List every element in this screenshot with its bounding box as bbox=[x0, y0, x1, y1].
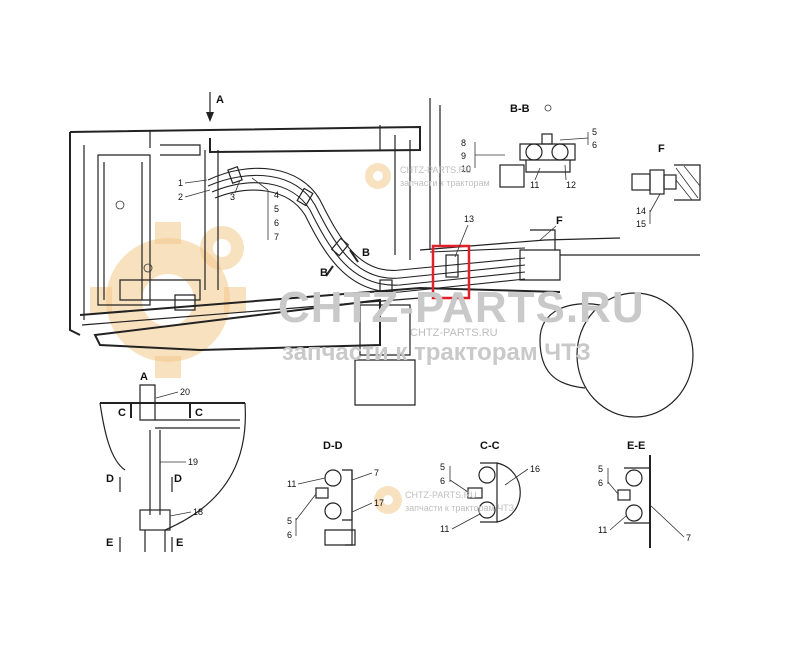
watermark-gear-small bbox=[200, 226, 244, 270]
dd-callout-17: 17 bbox=[374, 498, 384, 508]
dd-callout-11: 11 bbox=[287, 479, 296, 489]
view-f-title: F bbox=[658, 143, 665, 155]
a-mark-e-left: E bbox=[106, 537, 113, 549]
view-arrow-a: A bbox=[206, 92, 224, 122]
main-view-callouts: 1 2 3 4 5 6 7 13 F bbox=[178, 177, 563, 258]
watermark-gear-mid bbox=[365, 163, 391, 189]
view-a: A 20 19 18 C C D D E E bbox=[99, 371, 246, 552]
watermark: CHTZ-PARTS.RU CHTZ-PARTS.RU запчасти к т… bbox=[278, 165, 645, 513]
a-callout-19: 19 bbox=[188, 457, 198, 467]
a-callout-20: 20 bbox=[180, 387, 190, 397]
watermark-small-bottom: CHTZ-PARTS.RU bbox=[405, 490, 477, 500]
watermark-small-top: CHTZ-PARTS.RU bbox=[400, 165, 472, 175]
section-ee: E-E 5 6 7 11 bbox=[598, 440, 691, 548]
section-cc-title: C-C bbox=[480, 440, 500, 452]
dd-callout-7: 7 bbox=[374, 468, 379, 478]
cc-callout-16: 16 bbox=[530, 464, 540, 474]
a-mark-c-right: C bbox=[195, 407, 203, 419]
callout-f: F bbox=[556, 215, 563, 227]
callout-3: 3 bbox=[230, 192, 235, 202]
section-dd-title: D-D bbox=[323, 440, 343, 452]
ee-callout-6: 6 bbox=[598, 478, 603, 488]
view-a-title: A bbox=[140, 371, 148, 383]
bb-callout-8: 8 bbox=[461, 138, 466, 148]
watermark-gear-bottom bbox=[374, 486, 402, 514]
bb-callout-5: 5 bbox=[592, 127, 597, 137]
watermark-small-bottom-sub: запчасти к тракторам ЧТЗ bbox=[405, 503, 514, 513]
a-mark-e-right: E bbox=[176, 537, 183, 549]
section-mark-b: B B bbox=[320, 247, 370, 279]
f-callout-15: 15 bbox=[636, 219, 646, 229]
section-ee-title: E-E bbox=[627, 440, 645, 452]
cc-callout-11: 11 bbox=[440, 524, 449, 534]
bb-callout-6: 6 bbox=[592, 140, 597, 150]
dd-callout-6: 6 bbox=[287, 530, 292, 540]
callout-2: 2 bbox=[178, 192, 183, 202]
a-mark-d-left: D bbox=[106, 473, 114, 485]
cc-callout-6: 6 bbox=[440, 476, 445, 486]
dd-callout-5: 5 bbox=[287, 516, 292, 526]
bb-callout-9: 9 bbox=[461, 151, 466, 161]
watermark-main: CHTZ-PARTS.RU bbox=[278, 283, 645, 332]
section-dd: D-D 11 7 17 5 6 bbox=[287, 440, 384, 546]
ee-callout-5: 5 bbox=[598, 464, 603, 474]
f-callout-14: 14 bbox=[636, 206, 646, 216]
callout-5: 5 bbox=[274, 204, 279, 214]
bb-callout-11: 11 bbox=[530, 180, 539, 190]
a-callout-18: 18 bbox=[193, 507, 203, 517]
watermark-small-top-sub: запчасти к тракторам bbox=[400, 178, 490, 188]
main-view-frame bbox=[69, 98, 700, 418]
callout-13: 13 bbox=[464, 214, 474, 224]
view-arrow-label: A bbox=[216, 94, 224, 106]
a-mark-d-right: D bbox=[174, 473, 182, 485]
hose-bundle bbox=[207, 165, 526, 293]
highlight-box bbox=[431, 244, 471, 300]
bb-callout-12: 12 bbox=[566, 180, 576, 190]
section-cc: C-C 5 6 16 11 bbox=[440, 440, 540, 534]
section-mark-b-left: B bbox=[320, 267, 328, 279]
view-f: F 14 15 bbox=[631, 143, 701, 229]
callout-4: 4 bbox=[274, 190, 279, 200]
cc-callout-5: 5 bbox=[440, 462, 445, 472]
callout-6: 6 bbox=[274, 218, 279, 228]
section-mark-b-right: B bbox=[362, 247, 370, 259]
section-bb-title: B-B bbox=[510, 103, 530, 115]
watermark-sub: запчасти к тракторам ЧТЗ bbox=[282, 339, 591, 366]
ee-callout-7: 7 bbox=[686, 533, 691, 543]
section-bb: B-B 8 9 10 11 12 5 6 bbox=[461, 103, 597, 190]
ee-callout-11: 11 bbox=[598, 525, 607, 535]
callout-7: 7 bbox=[274, 232, 279, 242]
callout-1: 1 bbox=[178, 178, 183, 188]
a-mark-c-left: C bbox=[118, 407, 126, 419]
bb-callout-10: 10 bbox=[461, 164, 471, 174]
watermark-mid: CHTZ-PARTS.RU bbox=[410, 327, 498, 339]
